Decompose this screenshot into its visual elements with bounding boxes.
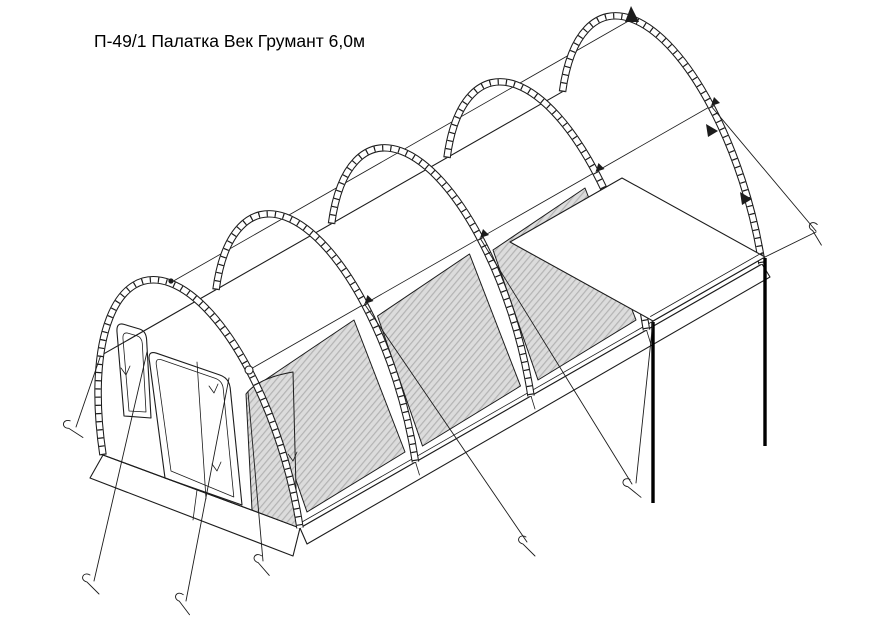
guy-rope	[93, 351, 148, 582]
stake-icon	[172, 592, 193, 616]
stake-icon	[62, 417, 84, 442]
stake-icon	[804, 221, 827, 246]
rear-apex-marker	[625, 6, 639, 22]
stake-icon	[622, 476, 642, 500]
guy-rope	[710, 105, 817, 232]
front-door	[148, 352, 243, 506]
guy-rope	[185, 377, 230, 602]
guy-ropes	[75, 105, 817, 602]
guy-rope	[479, 237, 633, 485]
guy-rope	[75, 355, 101, 428]
skirt-divider-line	[192, 489, 198, 521]
stake-icon	[252, 553, 272, 576]
rear-leg-clips	[706, 124, 752, 205]
door-zipper-seam	[196, 361, 207, 500]
diagram-title: П-49/1 Палатка Век Грумант 6,0м	[94, 31, 366, 51]
awning-canopy	[509, 177, 767, 503]
guy-rope	[247, 391, 264, 562]
rail-ring-connector	[244, 365, 254, 375]
guy-rope	[364, 303, 528, 543]
front-apex-fitting	[168, 278, 174, 284]
front-corner-mesh-panel	[245, 371, 298, 528]
mesh-window-2	[377, 253, 521, 447]
guy-rope	[635, 320, 654, 484]
frame-leg-base-ticks	[415, 329, 651, 476]
guy-rope	[764, 231, 817, 258]
front-window	[116, 323, 152, 419]
stake-icon	[518, 535, 536, 557]
stake-icon	[82, 573, 100, 595]
